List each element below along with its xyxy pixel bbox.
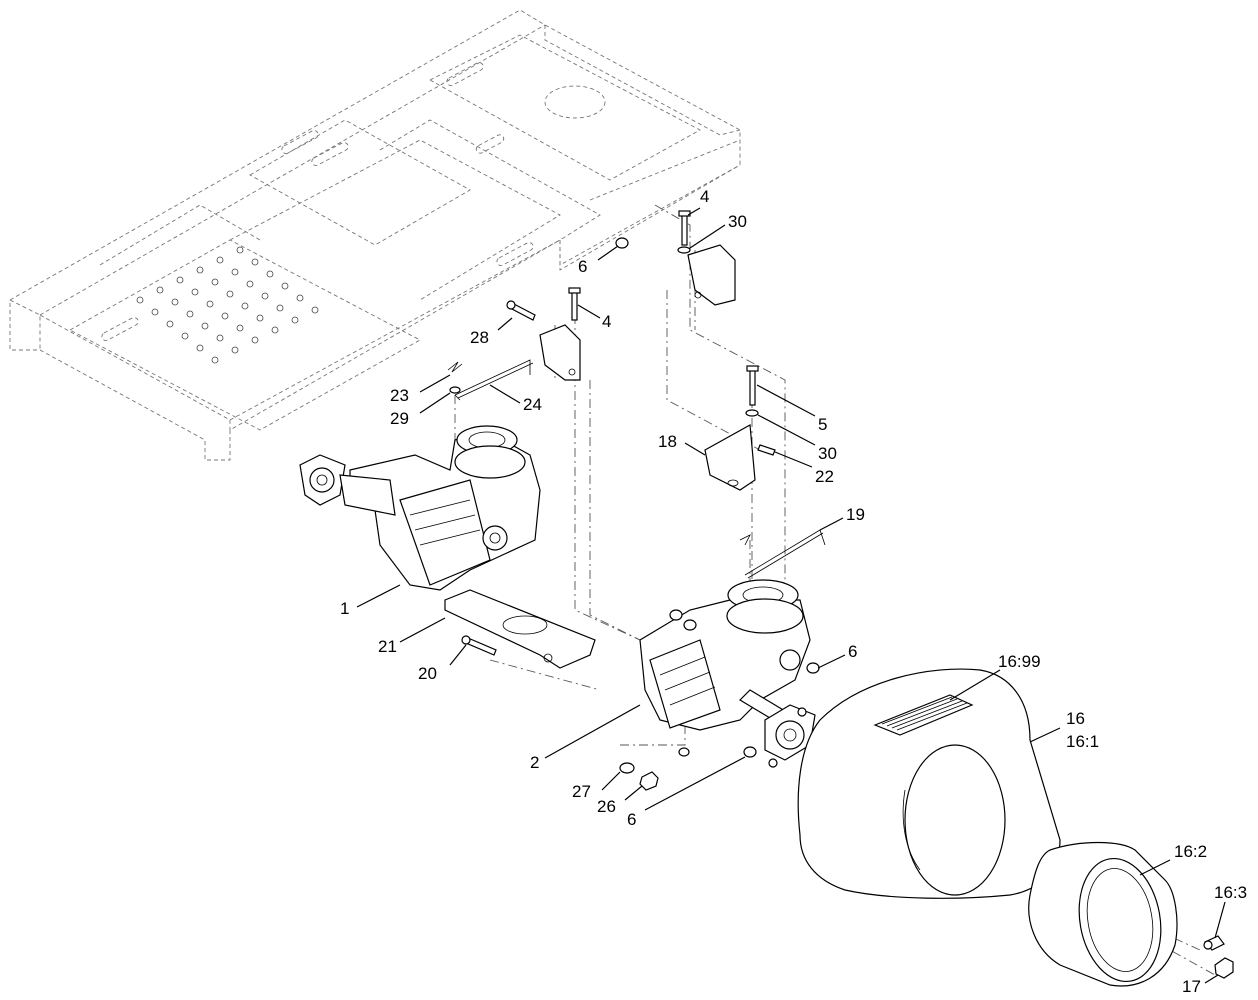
bolt-22 — [757, 444, 776, 456]
lug-nut-17 — [1214, 957, 1234, 979]
bolt-4-middle — [568, 287, 581, 321]
callout-16-2: 16:2 — [1174, 842, 1207, 861]
callout-23: 23 — [390, 386, 409, 405]
spring-pin-23 — [447, 361, 463, 373]
callout-16-3: 16:3 — [1214, 883, 1247, 902]
rod-19 — [739, 529, 826, 579]
right-transmission — [639, 579, 816, 768]
bolt-28 — [506, 300, 536, 321]
callout-20: 20 — [418, 664, 437, 683]
callout-16-99: 16:99 — [998, 652, 1041, 671]
callout-4-upper: 4 — [700, 187, 709, 206]
wheel-rim — [1028, 841, 1178, 987]
callout-5: 5 — [818, 415, 827, 434]
valve-stem — [1203, 935, 1225, 951]
mower-frame — [9, 9, 741, 461]
washer-30-lower — [745, 409, 759, 417]
callout-16-1: 16:1 — [1066, 732, 1099, 751]
callout-19: 19 — [846, 505, 865, 524]
frame-perforations — [136, 246, 319, 364]
bracket-18 — [704, 424, 756, 491]
callout-17: 17 — [1182, 977, 1201, 996]
callout-22: 22 — [815, 467, 834, 486]
callout-6-upper: 6 — [578, 257, 587, 276]
leader-lines — [356, 207, 1226, 984]
callout-21: 21 — [378, 637, 397, 656]
bolt-4-upper — [678, 210, 691, 246]
washer-27 — [619, 762, 635, 774]
bracket-left — [539, 324, 581, 381]
callout-6-lower: 6 — [627, 810, 636, 829]
callout-18: 18 — [658, 432, 677, 451]
bracket-upper-right — [687, 244, 736, 306]
nut-6-b — [683, 619, 697, 631]
callout-4-middle: 4 — [602, 312, 611, 331]
callout-29: 29 — [390, 409, 409, 428]
callout-labels: 4 30 6 4 28 23 29 24 18 5 30 22 19 1 21 … — [340, 187, 1247, 996]
callout-16: 16 — [1066, 709, 1085, 728]
rod-24 — [454, 359, 534, 401]
callout-30-upper: 30 — [728, 212, 747, 231]
nut-6-c — [678, 747, 690, 757]
nut-26 — [639, 771, 659, 791]
callout-24: 24 — [523, 395, 542, 414]
nut-6-lower — [743, 746, 757, 758]
callout-27: 27 — [572, 782, 591, 801]
callout-6-right: 6 — [848, 642, 857, 661]
washer-29 — [449, 386, 461, 394]
left-transmission — [299, 425, 541, 591]
nut-6-upper — [615, 237, 629, 249]
washer-30-upper — [677, 246, 691, 254]
bolt-20 — [461, 635, 497, 656]
rear-tire — [797, 668, 1061, 899]
callout-28: 28 — [470, 328, 489, 347]
callout-30-lower: 30 — [818, 444, 837, 463]
nut-6-right — [806, 662, 820, 674]
mounting-plate — [444, 589, 596, 669]
callout-2: 2 — [530, 753, 539, 772]
nut-6-a — [669, 609, 683, 621]
bolt-5 — [746, 365, 759, 406]
callout-1: 1 — [340, 599, 349, 618]
callout-26: 26 — [597, 797, 616, 816]
